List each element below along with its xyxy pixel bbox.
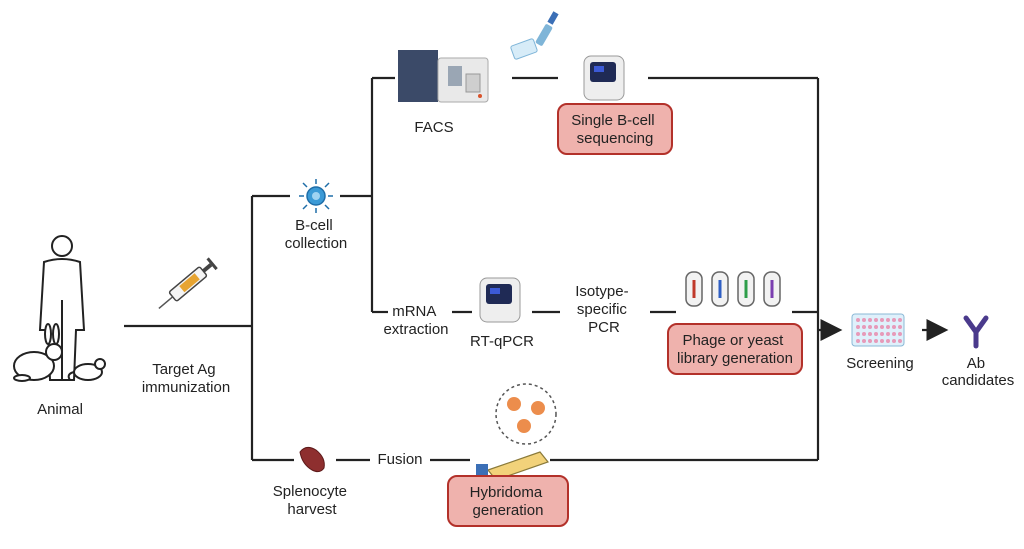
box-phage-library-generation: Phage or yeast library generation	[667, 323, 803, 375]
label-isotype-line1: Isotype-	[575, 283, 628, 300]
mouse-icon	[67, 358, 106, 381]
spleen-icon	[299, 446, 325, 473]
plate-well	[880, 332, 884, 336]
plate-well	[856, 339, 860, 343]
plate-well	[892, 318, 896, 322]
plate-well	[892, 325, 896, 329]
label-immunization-line2: immunization	[142, 379, 230, 396]
plate-well	[862, 332, 866, 336]
plate-well	[868, 332, 872, 336]
label-fusion: Fusion	[377, 451, 422, 468]
label-screening: Screening	[846, 355, 914, 372]
label-splenocyte-line2: harvest	[287, 501, 337, 518]
screening-plate-icon	[851, 313, 905, 347]
label-isotype-line3: PCR	[588, 319, 620, 336]
box-phage-line2: library generation	[677, 350, 793, 367]
label-rtqpcr: RT-qPCR	[470, 333, 534, 350]
plate-well	[880, 339, 884, 343]
label-isotype-pcr: Isotype- specific PCR	[575, 283, 633, 336]
plate-well	[898, 318, 902, 322]
label-bcell-line1: B-cell	[295, 217, 333, 234]
plate-well	[886, 325, 890, 329]
plate-well	[874, 332, 878, 336]
box-single-bcell-line2: sequencing	[577, 130, 654, 147]
svg-text:Single B-cell sequencing: Single B-cell sequencing	[571, 112, 659, 147]
plate-well	[868, 325, 872, 329]
library-tubes-icon	[685, 271, 781, 307]
plate-well	[874, 318, 878, 322]
sequencer-icon	[583, 55, 625, 101]
plate-well	[862, 318, 866, 322]
qpcr-instrument-icon	[479, 277, 521, 323]
plate-well	[898, 332, 902, 336]
label-splenocyte-line1: Splenocyte	[273, 483, 347, 500]
label-facs: FACS	[414, 119, 453, 136]
plate-well	[862, 339, 866, 343]
plate-well	[868, 318, 872, 322]
box-single-bcell-sequencing: Single B-cell sequencing	[557, 103, 673, 155]
plate-well	[892, 332, 896, 336]
plate-well	[856, 332, 860, 336]
plate-well	[874, 325, 878, 329]
box-hybridoma-line1: Hybridoma	[470, 484, 543, 501]
antibody-icon	[963, 315, 989, 349]
box-phage-line1: Phage or yeast	[682, 332, 784, 349]
label-splenocyte-harvest: Splenocyte harvest	[273, 483, 351, 518]
label-immunization-line1: Target Ag	[152, 361, 215, 378]
syringe-icon	[158, 257, 218, 310]
label-ab-line2: candidates	[942, 372, 1015, 389]
facs-instrument-icon	[398, 50, 489, 103]
plate-well	[898, 325, 902, 329]
label-mrna-line1: mRNA	[392, 303, 436, 320]
svg-text:Phage or yeast library g: Phage or yeast library generation	[677, 332, 793, 367]
plate-well	[874, 339, 878, 343]
label-ab-line1: Ab	[967, 355, 985, 372]
box-hybridoma-generation: Hybridoma generation	[447, 475, 569, 527]
plate-well	[856, 318, 860, 322]
label-animal: Animal	[37, 401, 83, 418]
label-mrna-line2: extraction	[383, 321, 448, 338]
label-immunization: Target Ag immunization	[142, 361, 230, 396]
plate-well	[886, 318, 890, 322]
plate-well	[880, 325, 884, 329]
plate-well	[880, 318, 884, 322]
label-isotype-line2: specific	[577, 301, 628, 318]
plate-well	[868, 339, 872, 343]
label-bcell-line2: collection	[285, 235, 348, 252]
plate-well	[898, 339, 902, 343]
hybridoma-flask-icon	[476, 383, 557, 481]
pipette-plate-icon	[510, 11, 559, 60]
box-hybridoma-line2: generation	[473, 502, 544, 519]
bcell-icon	[299, 179, 333, 213]
plate-well	[856, 325, 860, 329]
label-ab-candidates: Ab candidates	[942, 355, 1015, 389]
label-bcell-collection: B-cell collection	[285, 217, 348, 252]
box-single-bcell-line1: Single B-cell	[571, 112, 654, 129]
plate-well	[892, 339, 896, 343]
svg-text:Hybridoma generation: Hybridoma generation	[470, 484, 547, 519]
connector-lines	[124, 76, 949, 462]
plate-well	[886, 339, 890, 343]
plate-well	[862, 325, 866, 329]
plate-well	[886, 332, 890, 336]
label-mrna-extraction: mRNA extraction	[383, 303, 448, 338]
rabbit-icon	[13, 323, 63, 382]
